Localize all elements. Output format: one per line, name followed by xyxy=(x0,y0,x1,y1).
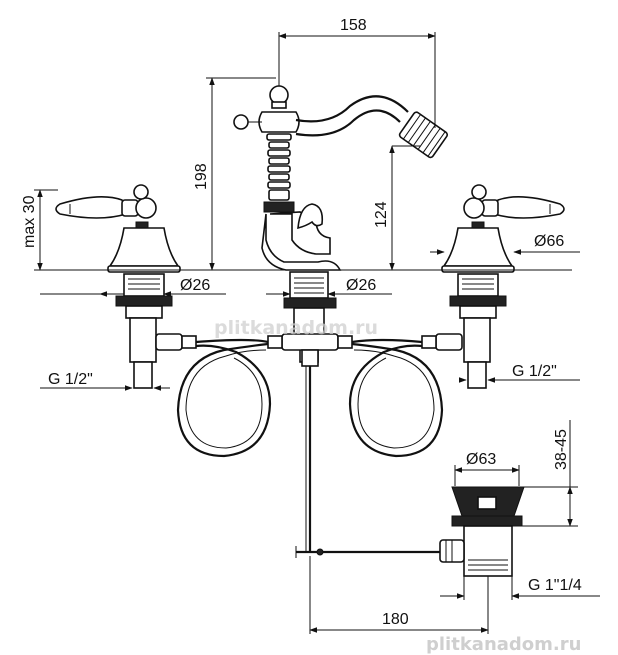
right-handle xyxy=(441,184,565,389)
hose-assembly xyxy=(155,333,463,458)
dim-handle-max: max 30 xyxy=(21,195,38,248)
dim-right-diameter: Ø66 xyxy=(534,233,564,250)
spout-body xyxy=(233,85,449,271)
dimension-lines xyxy=(34,32,600,634)
dim-drain-height: 38-45 xyxy=(553,429,570,470)
watermark-bottom: plitkanadom.ru xyxy=(426,634,581,655)
dim-drain-diameter: Ø63 xyxy=(466,451,496,468)
dim-center-diameter: Ø26 xyxy=(346,277,376,294)
watermark-center: plitkanadom.ru xyxy=(214,317,378,339)
dim-rod-length: 180 xyxy=(382,611,409,628)
dim-spout-height: 198 xyxy=(193,163,210,190)
left-handle xyxy=(55,184,181,389)
dim-left-thread: G 1/2" xyxy=(48,371,93,388)
dim-right-thread: G 1/2" xyxy=(512,363,557,380)
dim-left-diameter: Ø26 xyxy=(180,277,210,294)
dim-aerator-height: 124 xyxy=(373,201,390,228)
waste-drain xyxy=(439,486,525,577)
popup-rod xyxy=(295,366,440,558)
dim-drain-thread: G 1"1/4 xyxy=(528,577,582,594)
dim-spout-reach: 158 xyxy=(340,17,367,34)
